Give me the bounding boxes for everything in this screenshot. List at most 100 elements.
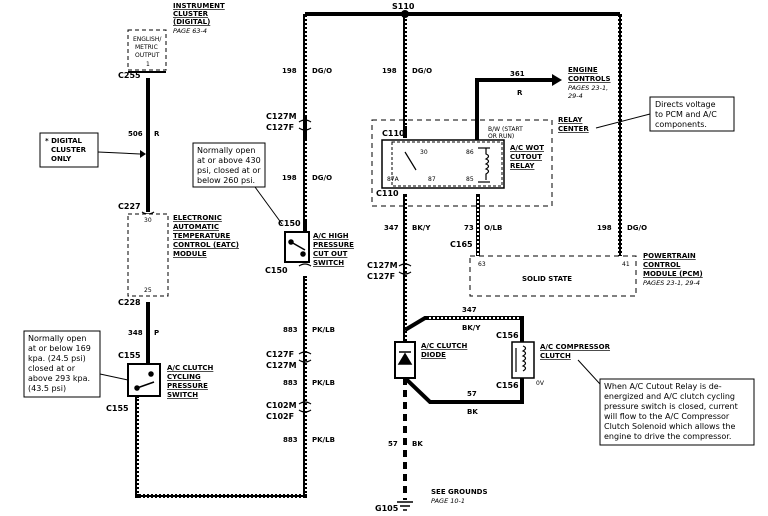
svg-text:kpa. (24.5 psi): kpa. (24.5 psi) [28, 354, 86, 363]
svg-text:at or above 430: at or above 430 [197, 156, 261, 165]
relay-pin-87: 87 [428, 176, 436, 183]
connector-c127f-b: C127F [266, 350, 294, 359]
wire-73-num: 73 [464, 224, 474, 232]
diode-title-2: DIODE [421, 351, 446, 359]
pcm-pin-63: 63 [478, 261, 486, 268]
engine-controls-page-1: PAGES 23-1, [568, 84, 608, 92]
connector-c127m-a: C127M [266, 112, 297, 121]
wire-506-color: R [154, 130, 160, 138]
cluster-inner-3: OUTPUT [135, 52, 160, 59]
hp-title-1: A/C HIGH [313, 232, 349, 240]
wire-348-num: 348 [128, 329, 143, 337]
note-relay-center: Directs voltage to PCM and A/C component… [595, 96, 735, 132]
wire-198-num-c: 198 [382, 67, 397, 75]
connector-c165: C165 [450, 240, 473, 249]
splice-s110: S110 [392, 2, 415, 11]
wire-57-num-b: 57 [388, 440, 398, 448]
eatc-pin-top: 30 [144, 217, 152, 224]
clutch-switch-title-3: PRESSURE [167, 382, 208, 390]
wire-348-color: P [154, 329, 159, 337]
wire-347-num-b: 347 [462, 306, 477, 314]
wire-347 [403, 194, 524, 342]
wire-labels: 198 DG/O 198 DG/O 198 DG/O 198 DG/O 506 … [128, 67, 647, 448]
eatc-title-1: ELECTRONIC [173, 214, 222, 222]
connector-c150a: C150 [278, 219, 301, 228]
connector-c127f-a: C127F [266, 123, 294, 132]
pcm-inner: SOLID STATE [522, 275, 572, 283]
wire-883-num-a: 883 [283, 326, 298, 334]
svg-text:engine to drive the compressor: engine to drive the compressor. [604, 432, 731, 441]
connector-c150b: C150 [265, 266, 288, 275]
pcm-pin-41: 41 [622, 261, 630, 268]
connector-c110a: C110 [382, 129, 405, 138]
pcm-page: PAGES 23-1, 29-4 [643, 279, 700, 287]
svg-text:Clutch Solenoid which allows t: Clutch Solenoid which allows the [604, 422, 736, 431]
wire-198-num-a: 198 [282, 67, 297, 75]
wot-sub-2: OR RUN) [488, 133, 514, 140]
wire-57-color-a: BK [467, 408, 478, 416]
wire-361-num: 361 [510, 70, 525, 78]
svg-text:Normally open: Normally open [28, 334, 86, 343]
connector-c102f: C102F [266, 412, 294, 421]
connector-c156b: C156 [496, 381, 519, 390]
wire-198-color-a: DG/O [312, 67, 332, 75]
eatc-box [127, 213, 169, 297]
wire-347-color-b: BK/Y [462, 324, 481, 332]
relay-pin-86: 86 [466, 149, 474, 156]
svg-text:below 260 psi.: below 260 psi. [197, 176, 255, 185]
wire-883-num-b: 883 [283, 379, 298, 387]
compressor-box [511, 341, 535, 379]
eatc-pin-bottom: 25 [144, 287, 152, 294]
connector-c102m: C102M [266, 401, 297, 410]
wire-361 [475, 78, 552, 148]
grounds-title: SEE GROUNDS [431, 488, 488, 496]
splice-s110-dot [401, 10, 409, 18]
hp-switch-box [284, 231, 310, 263]
clutch-switch-box [127, 363, 161, 397]
cluster-title-2: CLUSTER [173, 10, 209, 18]
wire-57 [403, 376, 524, 404]
connector-c127m-b: C127M [266, 361, 297, 370]
wire-347-num-a: 347 [384, 224, 399, 232]
engine-controls-1: ENGINE [568, 66, 598, 74]
wot-title-2: CUTOUT [510, 153, 542, 161]
wire-198-color-c: DG/O [412, 67, 432, 75]
relay-pin-87a: 87A [387, 176, 400, 183]
connector-c155a: C155 [118, 351, 141, 360]
wire-506-num: 506 [128, 130, 143, 138]
connector-labels: C255 C227 C228 C155 C155 C127M C127F C15… [106, 71, 519, 513]
connector-c227: C227 [118, 202, 141, 211]
svg-text:(43.5 psi): (43.5 psi) [28, 384, 66, 393]
clutch-switch-title-4: SWITCH [167, 391, 198, 399]
arrow-361 [552, 74, 562, 86]
pcm-title-3: MODULE (PCM) [643, 270, 703, 278]
svg-text:at or below 169: at or below 169 [28, 344, 91, 353]
wire-883 [135, 276, 307, 498]
connector-c255: C255 [118, 71, 141, 80]
hp-title-4: SWITCH [313, 259, 344, 267]
wire-57-color-b: BK [412, 440, 423, 448]
wot-title-3: RELAY [510, 162, 535, 170]
wire-198-loop [303, 12, 622, 258]
svg-text:energized and A/C clutch cycli: energized and A/C clutch cycling [604, 392, 735, 401]
cluster-title-3: (DIGITAL) [173, 18, 210, 26]
svg-text:CLUSTER: CLUSTER [51, 146, 87, 154]
clutch-switch-title-2: CYCLING [167, 373, 201, 381]
hp-switch-icon [288, 239, 306, 257]
wire-198-color-d: DG/O [627, 224, 647, 232]
note-digital-only: * DIGITAL CLUSTER ONLY [39, 132, 146, 168]
svg-text:* DIGITAL: * DIGITAL [45, 137, 83, 145]
relay-coil-icon [404, 147, 490, 183]
svg-text:Normally open: Normally open [197, 146, 255, 155]
instrument-cluster-box [127, 29, 167, 71]
wire-198-hatch [303, 16, 622, 256]
connector-c155b: C155 [106, 404, 129, 413]
relay-center-box [371, 119, 553, 207]
wire-73-color: O/LB [484, 224, 502, 232]
eatc-title-5: MODULE [173, 250, 207, 258]
connector-c228: C228 [118, 298, 141, 307]
diode-icon [397, 351, 413, 365]
eatc-title-3: TEMPERATURE [173, 232, 231, 240]
